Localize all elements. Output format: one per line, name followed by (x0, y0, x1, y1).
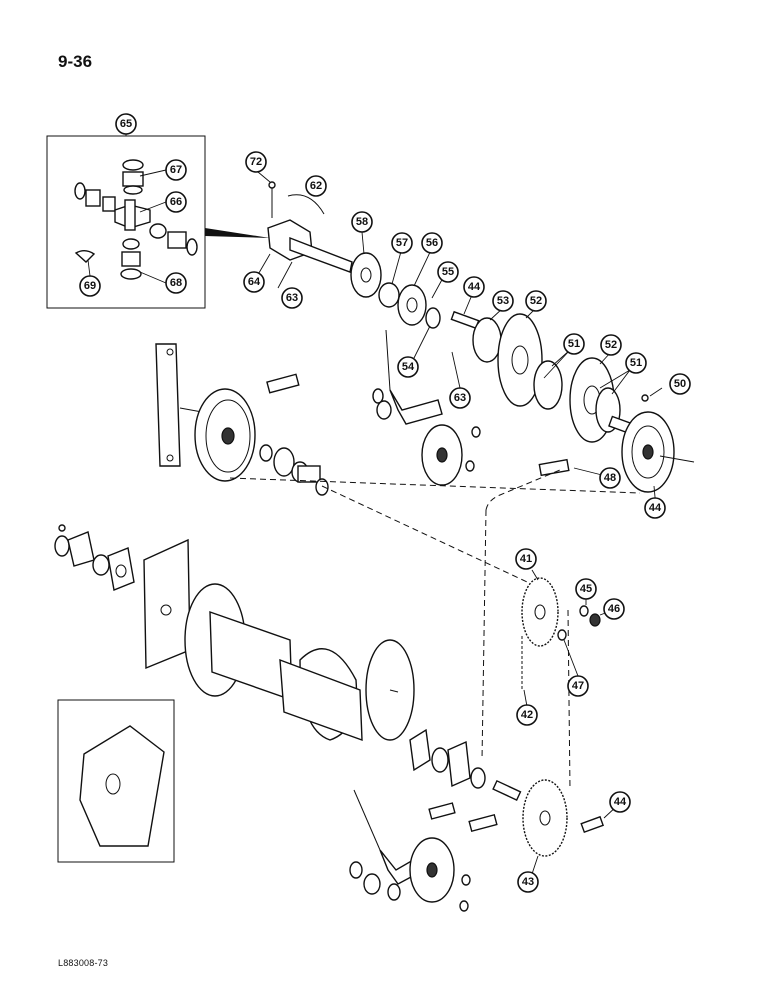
svg-text:47: 47 (572, 680, 584, 692)
callout-44-bottom: 44 (609, 791, 631, 813)
auger-bearings-right (409, 728, 522, 801)
svg-text:68: 68 (170, 277, 182, 289)
callout-43: 43 (517, 871, 539, 893)
auger-bearings-left (54, 524, 135, 591)
callout-67: 67 (165, 159, 187, 181)
callout-41: 41 (515, 548, 537, 570)
svg-text:57: 57 (396, 237, 408, 249)
callout-44-right: 44 (644, 497, 666, 519)
callout-63-lower: 63 (449, 387, 471, 409)
svg-text:54: 54 (402, 361, 415, 373)
driven-sheave (538, 411, 695, 493)
callout-69: 69 (79, 275, 101, 297)
sprocket-43 (522, 779, 605, 857)
svg-text:46: 46 (608, 603, 620, 615)
callout-65: 65 (115, 113, 137, 135)
svg-text:52: 52 (530, 295, 542, 307)
svg-text:44: 44 (614, 796, 627, 808)
clutch-sheaves (472, 313, 649, 443)
cover-plate-inset (57, 699, 175, 863)
universal-joint-shaft (267, 181, 353, 273)
svg-text:44: 44 (649, 502, 662, 514)
svg-text:48: 48 (604, 472, 616, 484)
callout-54: 54 (397, 356, 419, 378)
callout-48: 48 (599, 467, 621, 489)
svg-text:51: 51 (568, 338, 580, 350)
callout-47: 47 (567, 675, 589, 697)
bearing-stack (350, 252, 480, 330)
svg-text:42: 42 (521, 709, 533, 721)
callout-64: 64 (243, 271, 265, 293)
idler-assembly-lower (349, 789, 498, 912)
callout-52-right: 52 (600, 334, 622, 356)
svg-text:58: 58 (356, 216, 368, 228)
callout-51-right: 51 (625, 352, 647, 374)
callout-52-left: 52 (525, 290, 547, 312)
callout-57: 57 (391, 232, 413, 254)
auger-assembly (143, 538, 415, 742)
svg-text:53: 53 (497, 295, 509, 307)
callout-45: 45 (575, 578, 597, 600)
callout-56: 56 (421, 232, 443, 254)
svg-text:51: 51 (630, 357, 642, 369)
sprocket-41 (521, 577, 601, 690)
svg-text:64: 64 (248, 276, 261, 288)
detail-box-universal-joint (46, 135, 270, 309)
callout-51-left: 51 (563, 333, 585, 355)
svg-text:43: 43 (522, 876, 534, 888)
svg-text:41: 41 (520, 553, 532, 565)
svg-text:72: 72 (250, 156, 262, 168)
svg-text:52: 52 (605, 339, 617, 351)
callout-55: 55 (437, 261, 459, 283)
belt-path (229, 469, 641, 791)
drive-sheave-left (155, 343, 329, 496)
svg-text:55: 55 (442, 266, 454, 278)
callout-44-top: 44 (463, 276, 485, 298)
callout-42: 42 (516, 704, 538, 726)
callout-68: 68 (165, 272, 187, 294)
svg-text:62: 62 (310, 180, 322, 192)
svg-text:63: 63 (454, 392, 466, 404)
callout-66: 66 (165, 191, 187, 213)
idler-assembly-upper (372, 329, 481, 486)
svg-text:50: 50 (674, 378, 686, 390)
svg-text:65: 65 (120, 118, 132, 130)
callout-72: 72 (245, 151, 267, 173)
callout-46: 46 (603, 598, 625, 620)
svg-text:56: 56 (426, 237, 438, 249)
page-number: 9-36 (58, 52, 93, 71)
callout-58: 58 (351, 211, 373, 233)
svg-text:44: 44 (468, 281, 481, 293)
svg-text:63: 63 (286, 292, 298, 304)
svg-text:69: 69 (84, 280, 96, 292)
svg-text:66: 66 (170, 196, 182, 208)
drawing-code: L883008-73 (58, 958, 109, 968)
callout-62: 62 (305, 175, 327, 197)
callout-50: 50 (669, 373, 691, 395)
callout-63-upper: 63 (281, 287, 303, 309)
svg-text:45: 45 (580, 583, 592, 595)
callout-53: 53 (492, 290, 514, 312)
svg-text:67: 67 (170, 164, 182, 176)
